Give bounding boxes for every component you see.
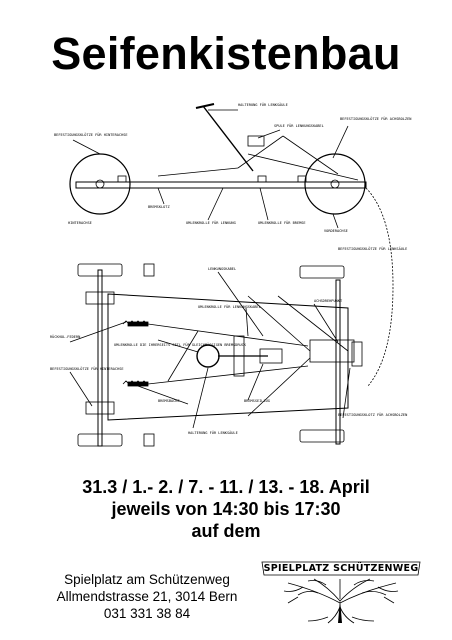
- label-lenkungskabel: LENKUNGSKABEL: [208, 267, 236, 271]
- street-address: Allmendstrasse 21, 3014 Bern: [56, 589, 238, 604]
- phone-number: 031 331 38 84: [103, 606, 191, 621]
- poster-title: Seifenkistenbau: [51, 28, 401, 79]
- label-bremsklotz: BREMSKLOTZ: [148, 205, 170, 209]
- location-intro: auf dem: [191, 521, 261, 541]
- label-befestigung-achsbolzen: BEFESTIGUNGSKLOTZ FÜR ACHSBOLZEN: [338, 412, 407, 417]
- label-befestigung-achs: BEFESTIGUNGSKLÖTZE FÜR ACHSBOLZEN: [340, 116, 411, 121]
- label-vorderachse: VORDERACHSE: [324, 229, 348, 233]
- side-view: [69, 103, 394, 387]
- label-umlenkrolle-kabel: UMLENKROLLE FÜR LENKUNGSKABEL: [198, 304, 261, 309]
- label-umlenkrolle-bremse: UMLENKROLLE FÜR BREMSE: [258, 220, 306, 225]
- dates-block: 31.3 / 1.- 2. / 7. - 11. / 13. - 18. Apr…: [0, 476, 452, 542]
- venue-name: Spielplatz am Schützenweg: [64, 572, 230, 587]
- label-bremsseilzug: BREMSSEILZUG: [244, 399, 270, 403]
- tree-icon: [261, 561, 421, 624]
- top-view: [69, 263, 363, 447]
- dates-line: 31.3 / 1.- 2. / 7. - 11. / 13. - 18. Apr…: [82, 477, 370, 497]
- label-achsdrehpunkt: ACHSDREHPUNKT: [314, 299, 343, 303]
- label-befestigung-hinten: BEFESTIGUNGSKLÖTZE FÜR HINTERACHSE: [54, 132, 128, 137]
- soapbox-diagram: HALTERUNG FÜR LENKSÄULE BEFESTIGUNGSKLÖT…: [48, 96, 418, 462]
- times-line: jeweils von 14:30 bis 17:30: [111, 499, 341, 519]
- label-umlenkrolle: UMLENKROLLE FÜR LENKUNG: [186, 220, 236, 225]
- label-halterung-top: HALTERUNG FÜR LENKSÄULE: [188, 430, 238, 435]
- top-view-labels: BEFESTIGUNGSKLÖTZE FÜR LENKSÄULE LENKUNG…: [50, 246, 407, 435]
- side-view-labels: HALTERUNG FÜR LENKSÄULE BEFESTIGUNGSKLÖT…: [54, 102, 411, 233]
- label-befestigung-achse: BEFESTIGUNGSKLÖTZE FÜR HINTERACHSE: [50, 366, 124, 371]
- label-hinterachse: HINTERACHSE: [68, 221, 92, 225]
- label-rueckholfedern: RÜCKHOL-FEDERN: [50, 334, 80, 339]
- label-umlenkrolle-seil: UMLENKROLLE DIE IHRERSEITS SEIL FÜR GLEI…: [114, 342, 247, 347]
- address-block: Spielplatz am Schützenweg Allmendstrasse…: [32, 571, 262, 622]
- label-befestigung-lenk: BEFESTIGUNGSKLÖTZE FÜR LENKSÄULE: [338, 246, 407, 251]
- spielplatz-logo: SPIELPLATZ SCHÜTZENWEG: [258, 561, 424, 625]
- label-spule: SPULE FÜR LENKUNGSKABEL: [274, 123, 324, 128]
- label-halterung: HALTERUNG FÜR LENKSÄULE: [238, 102, 288, 107]
- logo-text: SPIELPLATZ SCHÜTZENWEG: [263, 563, 419, 574]
- label-bremsbacke: BREMSBACKE: [158, 399, 180, 403]
